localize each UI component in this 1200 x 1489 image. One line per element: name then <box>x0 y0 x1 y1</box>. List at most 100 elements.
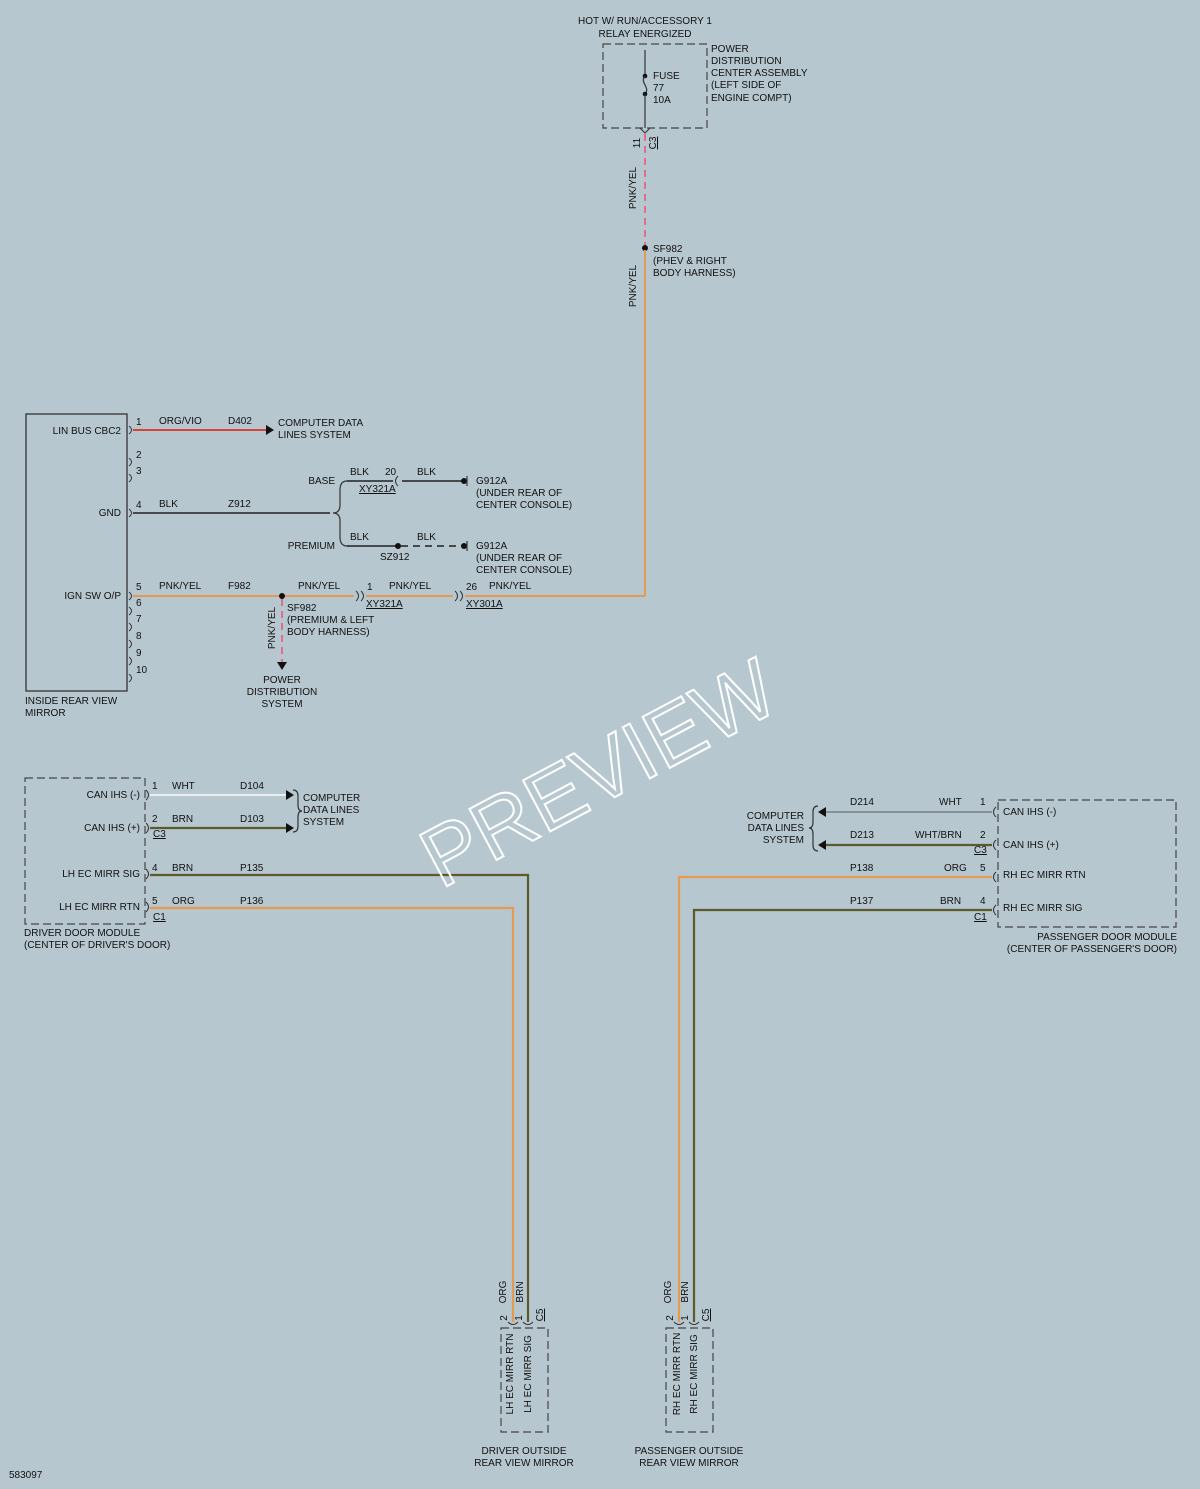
base-pin-number: 20 <box>385 467 397 478</box>
power-dist-label-1: POWER <box>263 675 301 686</box>
splice-sf982-left <box>279 593 285 599</box>
driver-pin-1: 1 <box>152 781 158 792</box>
driver-can-minus-arrow-icon <box>286 790 294 800</box>
inside-mirror-label-2: MIRROR <box>25 708 66 719</box>
pass-pin-name-can-minus: CAN IHS (-) <box>1003 807 1056 818</box>
power-distribution-arrow-icon <box>277 662 287 670</box>
pass-mirror-wire-color-org: ORG <box>663 1280 674 1303</box>
pin-terminal-1 <box>128 425 132 435</box>
driver-data-brace <box>292 789 303 833</box>
pass-mirr-rtn-wire <box>677 875 992 1322</box>
driver-mirror-label-1: DRIVER OUTSIDE <box>481 1446 566 1457</box>
ign-connector-1-id: XY321A <box>366 599 403 610</box>
ign-wire-color-4: PNK/YEL <box>489 581 532 592</box>
pdc-connector-pin-icon <box>639 127 651 134</box>
pin-number-4: 4 <box>136 500 142 511</box>
ign-wire-color: PNK/YEL <box>159 581 202 592</box>
splice-right-label-2: (PHEV & RIGHT <box>653 256 727 267</box>
pass-pin-2: 2 <box>980 830 986 841</box>
ign-wire-color-2: PNK/YEL <box>298 581 341 592</box>
driver-can-plus-arrow-icon <box>286 823 294 833</box>
ign-connector-2-id: XY301A <box>466 599 503 610</box>
driver-door-module: DRIVER DOOR MODULE (CENTER OF DRIVER'S D… <box>24 777 170 951</box>
premium-wire-color-b: BLK <box>417 532 436 543</box>
pin-number-8: 8 <box>136 631 142 642</box>
splice-sf982-right <box>642 245 648 251</box>
pass-dest-label-3: SYSTEM <box>763 835 804 846</box>
ign-connector-xy321a-icon <box>355 590 364 602</box>
driver-can-minus-circuit: D104 <box>240 781 264 792</box>
ign-connector-2-pin: 26 <box>466 582 478 593</box>
diagram-id: 583097 <box>9 1470 43 1481</box>
pin-number-5: 5 <box>136 582 142 593</box>
driver-mirror-wire-color-org: ORG <box>498 1280 509 1303</box>
pass-data-brace <box>808 805 819 852</box>
base-ground-id: G912A <box>476 476 507 487</box>
pin-terminal-10 <box>128 673 132 683</box>
pin-number-3: 3 <box>136 466 142 477</box>
premium-wire-color-a: BLK <box>350 532 369 543</box>
driver-pin-5: 5 <box>152 896 158 907</box>
driver-mirr-rtn-wire <box>150 906 515 1322</box>
preview-watermark: PREVIEW <box>405 640 791 905</box>
driver-mirr-rtn-circuit: P136 <box>240 896 264 907</box>
pass-can-plus-arrow-icon <box>818 840 826 850</box>
driver-mirror-label-2: REAR VIEW MIRROR <box>474 1458 573 1469</box>
pass-dest-label-1: COMPUTER <box>747 811 804 822</box>
passenger-module-label-2: (CENTER OF PASSENGER'S DOOR) <box>1007 944 1177 955</box>
pdc-box <box>602 43 708 129</box>
passenger-module-label-1: PASSENGER DOOR MODULE <box>1037 932 1177 943</box>
power-dist-label-3: SYSTEM <box>261 699 302 710</box>
pin-terminal-8 <box>128 639 132 649</box>
base-ground-loc-1: (UNDER REAR OF <box>476 488 562 499</box>
ign-connector-xy301a-icon <box>454 590 463 602</box>
driver-mirror-connector-id: C5 <box>535 1308 546 1321</box>
driver-module-label-1: DRIVER DOOR MODULE <box>24 928 140 939</box>
pass-mirror-label-1: PASSENGER OUTSIDE <box>635 1446 744 1457</box>
pass-mirror-pin-2: 2 <box>665 1315 676 1321</box>
pass-mirr-sig-circuit: P137 <box>850 896 874 907</box>
power-distribution-center: HOT W/ RUN/ACCESSORY 1 RELAY ENERGIZED P… <box>578 16 808 149</box>
driver-mirror-pin-2: 2 <box>499 1315 510 1321</box>
premium-splice-sz912 <box>395 543 401 549</box>
driver-pin-4: 4 <box>152 863 158 874</box>
pin-name-gnd: GND <box>99 508 121 519</box>
splice-left-label-1: SF982 <box>287 603 317 614</box>
pdc-label-line5: ENGINE COMPT) <box>711 93 792 104</box>
base-option-label: BASE <box>308 476 335 487</box>
pass-mirror-box <box>665 1327 714 1433</box>
driver-pin-2: 2 <box>152 814 158 825</box>
driver-dest-label-2: DATA LINES <box>303 805 360 816</box>
ign-wire-color-3: PNK/YEL <box>389 581 432 592</box>
pin-terminal-6 <box>128 606 132 616</box>
pin-number-2: 2 <box>136 450 142 461</box>
pass-pin-1: 1 <box>980 797 986 808</box>
ign-connector-1-pin: 1 <box>367 582 373 593</box>
pass-mirr-connector-id: C1 <box>974 912 987 923</box>
fuse-number: 77 <box>653 83 665 94</box>
pass-mirror-wire-color-brn: BRN <box>680 1281 691 1302</box>
pass-dest-label-2: DATA LINES <box>748 823 805 834</box>
driver-mirr-sig-wire <box>150 873 530 1322</box>
pass-pin-name-mirr-rtn: RH EC MIRR RTN <box>1003 870 1086 881</box>
feed-wire-color-1: PNK/YEL <box>628 166 639 209</box>
lin-dest-label-1: COMPUTER DATA <box>278 418 364 429</box>
driver-can-connector-id: C3 <box>153 829 166 840</box>
lin-bus-arrow-icon <box>266 425 274 435</box>
passenger-module-box <box>997 799 1177 928</box>
pin-number-10: 10 <box>136 665 148 676</box>
driver-module-box <box>24 777 146 925</box>
pass-can-minus-color: WHT <box>939 797 962 808</box>
premium-splice-id: SZ912 <box>380 552 410 563</box>
premium-option-label: PREMIUM <box>288 541 335 552</box>
lin-dest-label-2: LINES SYSTEM <box>278 430 351 441</box>
passenger-door-module: PASSENGER DOOR MODULE (CENTER OF PASSENG… <box>974 797 1177 955</box>
driver-pin-name-can-minus: CAN IHS (-) <box>87 790 140 801</box>
driver-outside-mirror: ORG BRN 2 1 C5 LH EC MIRR RTN LH EC MIRR… <box>474 1280 573 1469</box>
driver-pin-name-mirr-sig: LH EC MIRR SIG <box>62 869 140 880</box>
pin-terminal-3 <box>128 473 132 483</box>
premium-ground-g912a-icon <box>461 543 467 549</box>
driver-terminal-2 <box>145 822 149 834</box>
pass-mirror-pin-name-rtn: RH EC MIRR RTN <box>672 1333 683 1416</box>
passenger-outside-mirror: ORG BRN 2 1 C5 RH EC MIRR RTN RH EC MIRR… <box>635 1280 744 1469</box>
